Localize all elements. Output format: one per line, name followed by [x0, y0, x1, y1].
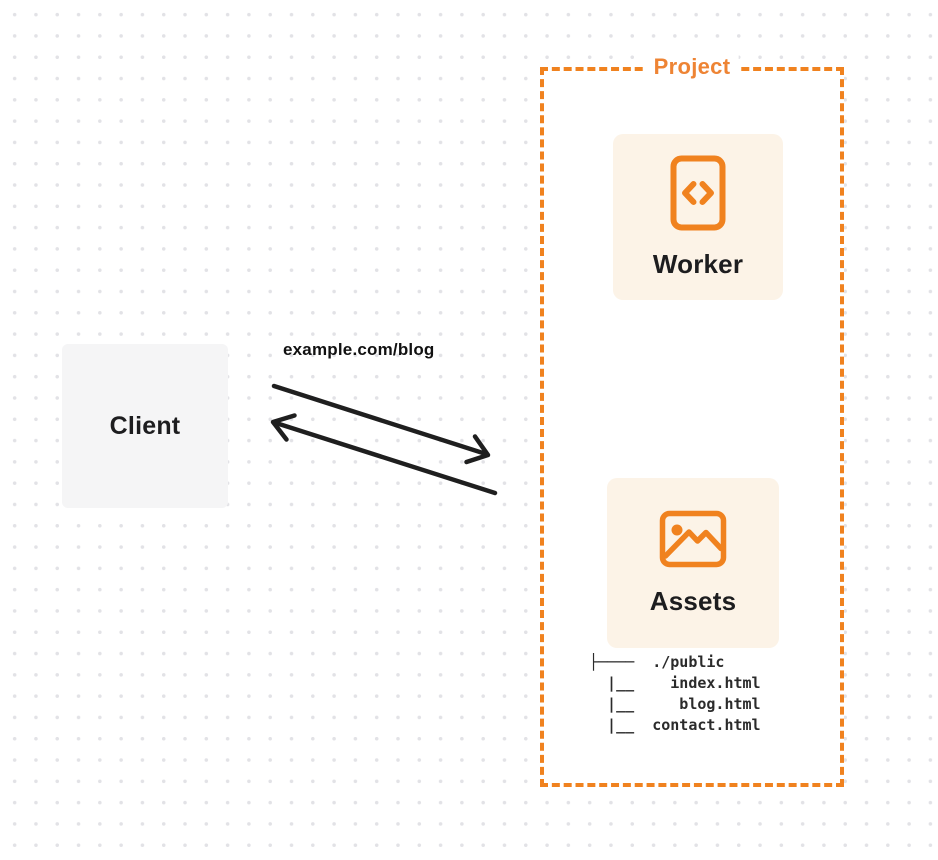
code-file-icon [670, 155, 726, 230]
response-arrow-icon [270, 413, 498, 496]
project-container: Project Worker Assets ├──── ./public |__… [540, 54, 844, 787]
image-icon [659, 510, 727, 567]
file-tree-line-index: |__ index.html [589, 674, 761, 692]
worker-node: Worker [613, 134, 783, 300]
assets-node: Assets [607, 478, 779, 648]
file-tree-line-blog: |__ blog.html [589, 695, 761, 713]
file-tree-line-public: ├──── ./public [589, 653, 725, 671]
assets-label: Assets [649, 585, 737, 616]
project-label: Project [645, 54, 739, 80]
request-url-label: example.com/blog [283, 340, 435, 359]
client-node: Client [62, 344, 228, 508]
file-tree: ├──── ./public |__ index.html |__ blog.h… [589, 652, 761, 736]
request-arrow-icon [271, 383, 491, 465]
client-label: Client [109, 411, 181, 440]
worker-label: Worker [652, 248, 744, 279]
file-tree-line-contact: |__ contact.html [589, 716, 761, 734]
